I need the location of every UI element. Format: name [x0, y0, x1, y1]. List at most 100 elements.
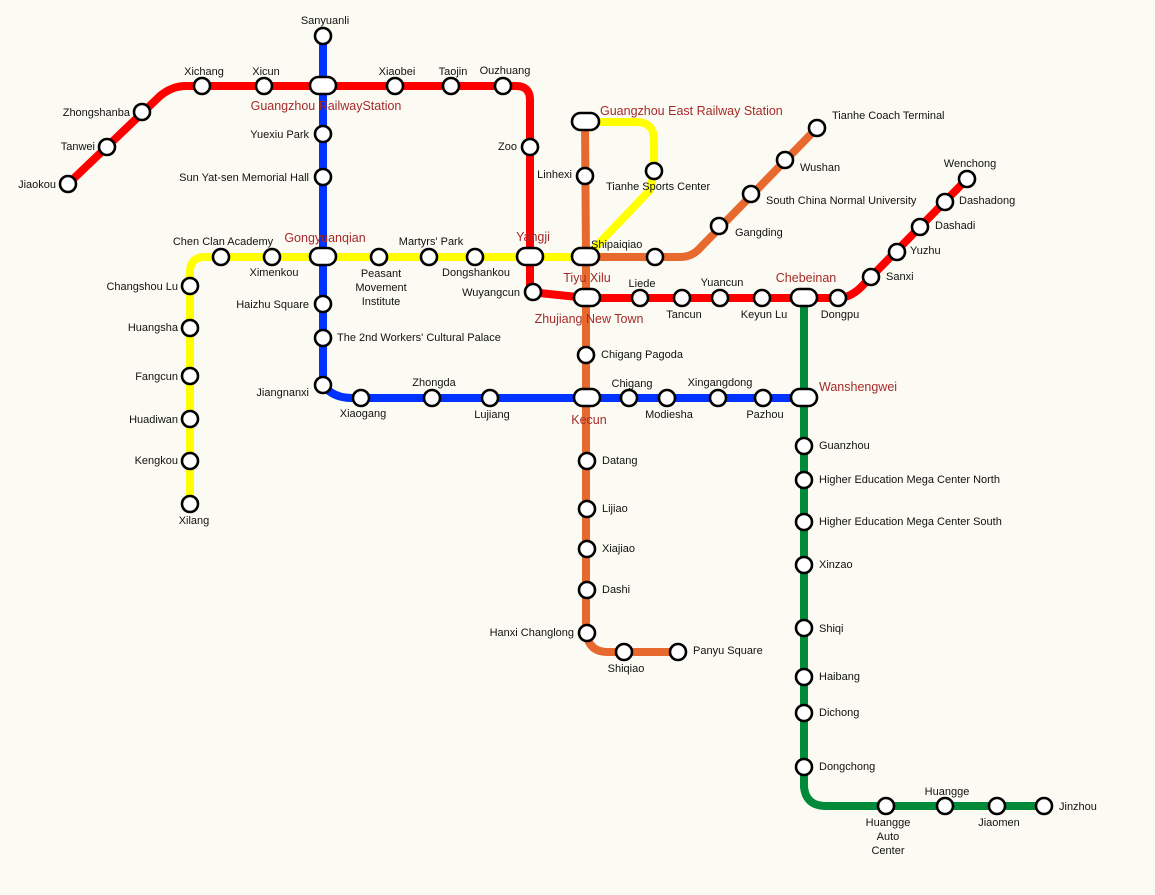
interchange-gongyuanqian[interactable] — [308, 246, 338, 267]
station-wuyangcun[interactable] — [523, 282, 543, 302]
station-huangsha[interactable] — [180, 318, 200, 338]
station-ouzhuang[interactable] — [493, 76, 513, 96]
label-lujiang: Lujiang — [474, 409, 509, 421]
station-xichang[interactable] — [192, 76, 212, 96]
station-fangcun[interactable] — [180, 366, 200, 386]
label-dashadi: Dashadi — [935, 220, 975, 232]
station-wushan[interactable] — [775, 150, 795, 170]
station-keyun-lu[interactable] — [752, 288, 772, 308]
station-dashadi[interactable] — [910, 217, 930, 237]
station-sun-yatsen-memorial-hall[interactable] — [313, 167, 333, 187]
interchange-zhujiang-new-town[interactable] — [572, 287, 602, 308]
station-dashadong[interactable] — [935, 192, 955, 212]
label-tianhe-coach-terminal: Tianhe Coach Terminal — [832, 110, 945, 122]
station-south-china-normal-university[interactable] — [741, 184, 761, 204]
station-shiqi[interactable] — [794, 618, 814, 638]
station-tancun[interactable] — [672, 288, 692, 308]
station-modiesha[interactable] — [657, 388, 677, 408]
station-jiaomen[interactable] — [987, 796, 1007, 816]
station-datang[interactable] — [577, 451, 597, 471]
station-hanxi-changlong[interactable] — [577, 623, 597, 643]
label-peasant-movement-1: Peasant — [361, 268, 401, 280]
station-linhexi[interactable] — [575, 166, 595, 186]
label-zoo: Zoo — [498, 141, 517, 153]
station-ximenkou[interactable] — [262, 247, 282, 267]
station-tianhe-coach-terminal[interactable] — [807, 118, 827, 138]
station-haizhu-square[interactable] — [313, 294, 333, 314]
station-xiaogang[interactable] — [351, 388, 371, 408]
interchange-tiyu-xilu[interactable] — [570, 246, 601, 267]
interchange-guangzhou-east-railway-station[interactable] — [570, 111, 601, 132]
station-guanzhou[interactable] — [794, 436, 814, 456]
station-tanwei[interactable] — [97, 137, 117, 157]
station-liede[interactable] — [630, 288, 650, 308]
station-taojin[interactable] — [441, 76, 461, 96]
station-zhongda[interactable] — [422, 388, 442, 408]
station-dichong[interactable] — [794, 703, 814, 723]
station-zoo[interactable] — [520, 137, 540, 157]
label-yuancun: Yuancun — [701, 277, 744, 289]
station-sanyuanli[interactable] — [313, 26, 333, 46]
station-changshou-lu[interactable] — [180, 276, 200, 296]
station-sanxi[interactable] — [861, 267, 881, 287]
label-haibang: Haibang — [819, 671, 860, 683]
label-xiaobei: Xiaobei — [379, 66, 416, 78]
station-shiqiao[interactable] — [614, 642, 634, 662]
station-xicun[interactable] — [254, 76, 274, 96]
interchange-kecun[interactable] — [572, 387, 602, 408]
station-chigang-pagoda[interactable] — [576, 345, 596, 365]
label-dongshankou: Dongshankou — [442, 267, 510, 279]
label-ouzhuang: Ouzhuang — [480, 65, 531, 77]
station-hemc-north[interactable] — [794, 470, 814, 490]
station-xiajiao[interactable] — [577, 539, 597, 559]
station-shipaiqiao-east[interactable] — [645, 247, 665, 267]
station-dashi[interactable] — [577, 580, 597, 600]
label-huadiwan: Huadiwan — [129, 414, 178, 426]
station-pazhou[interactable] — [753, 388, 773, 408]
station-labels: Sanyuanli Guangzhou RailwayStation Yuexi… — [18, 15, 1097, 857]
station-lijiao[interactable] — [577, 499, 597, 519]
label-chen-clan-academy: Chen Clan Academy — [173, 236, 274, 248]
station-xinzao[interactable] — [794, 555, 814, 575]
station-peasant-movement-institute[interactable] — [369, 247, 389, 267]
label-yangji: Yangji — [516, 230, 550, 244]
station-workers-cultural-palace[interactable] — [313, 328, 333, 348]
interchange-chebeinan[interactable] — [789, 287, 819, 308]
station-jiangnanxi[interactable] — [313, 375, 333, 395]
station-wenchong[interactable] — [957, 169, 977, 189]
station-huangge-auto-center[interactable] — [876, 796, 896, 816]
interchange-yangji[interactable] — [515, 246, 545, 267]
station-xilang[interactable] — [180, 494, 200, 514]
label-tianhe-sports-center: Tianhe Sports Center — [606, 181, 710, 193]
label-gongyuanqian: Gongyuanqian — [284, 231, 365, 245]
station-martyrs-park[interactable] — [419, 247, 439, 267]
interchange-wanshengwei[interactable] — [789, 387, 819, 408]
station-yuancun[interactable] — [710, 288, 730, 308]
label-chebeinan: Chebeinan — [776, 271, 837, 285]
station-yuexiu-park[interactable] — [313, 124, 333, 144]
station-chigang[interactable] — [619, 388, 639, 408]
station-jinzhou[interactable] — [1034, 796, 1054, 816]
station-panyu-square[interactable] — [668, 642, 688, 662]
station-huadiwan[interactable] — [180, 409, 200, 429]
station-gangding[interactable] — [709, 216, 729, 236]
station-huangge[interactable] — [935, 796, 955, 816]
station-hemc-south[interactable] — [794, 512, 814, 532]
station-dongchong[interactable] — [794, 757, 814, 777]
station-jiaokou[interactable] — [58, 174, 78, 194]
label-wuyangcun: Wuyangcun — [462, 287, 520, 299]
station-haibang[interactable] — [794, 667, 814, 687]
station-kengkou[interactable] — [180, 451, 200, 471]
label-jiaokou: Jiaokou — [18, 179, 56, 191]
interchange-guangzhou-railway-station[interactable] — [308, 75, 338, 96]
station-chen-clan-academy[interactable] — [211, 247, 231, 267]
station-dongshankou[interactable] — [465, 247, 485, 267]
station-xiaobei[interactable] — [385, 76, 405, 96]
station-xingangdong[interactable] — [708, 388, 728, 408]
station-zhongshanba[interactable] — [132, 102, 152, 122]
station-yuzhu[interactable] — [887, 242, 907, 262]
station-tianhe-sports-center[interactable] — [644, 161, 664, 181]
label-dashi: Dashi — [602, 584, 630, 596]
station-dongpu[interactable] — [828, 288, 848, 308]
station-lujiang[interactable] — [480, 388, 500, 408]
